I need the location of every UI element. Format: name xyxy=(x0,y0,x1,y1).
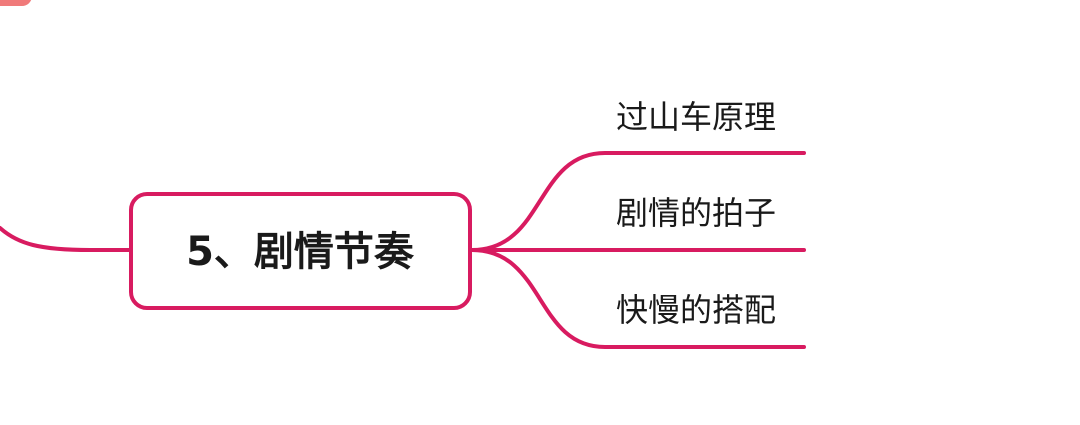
center-node[interactable]: 5、剧情节奏 xyxy=(129,192,472,310)
parent-connector xyxy=(0,226,134,252)
center-node-label: 5、剧情节奏 xyxy=(186,229,415,275)
partial-node-top-left[interactable] xyxy=(0,0,32,6)
branch-label-1[interactable]: 过山车原理 xyxy=(616,98,776,136)
branch-connector-1 xyxy=(470,151,806,252)
branch-label-3[interactable]: 快慢的搭配 xyxy=(616,291,776,329)
branch-connector-3 xyxy=(470,248,806,349)
center-node-box[interactable] xyxy=(129,192,472,310)
branch-label-2[interactable]: 剧情的拍子 xyxy=(616,194,776,232)
